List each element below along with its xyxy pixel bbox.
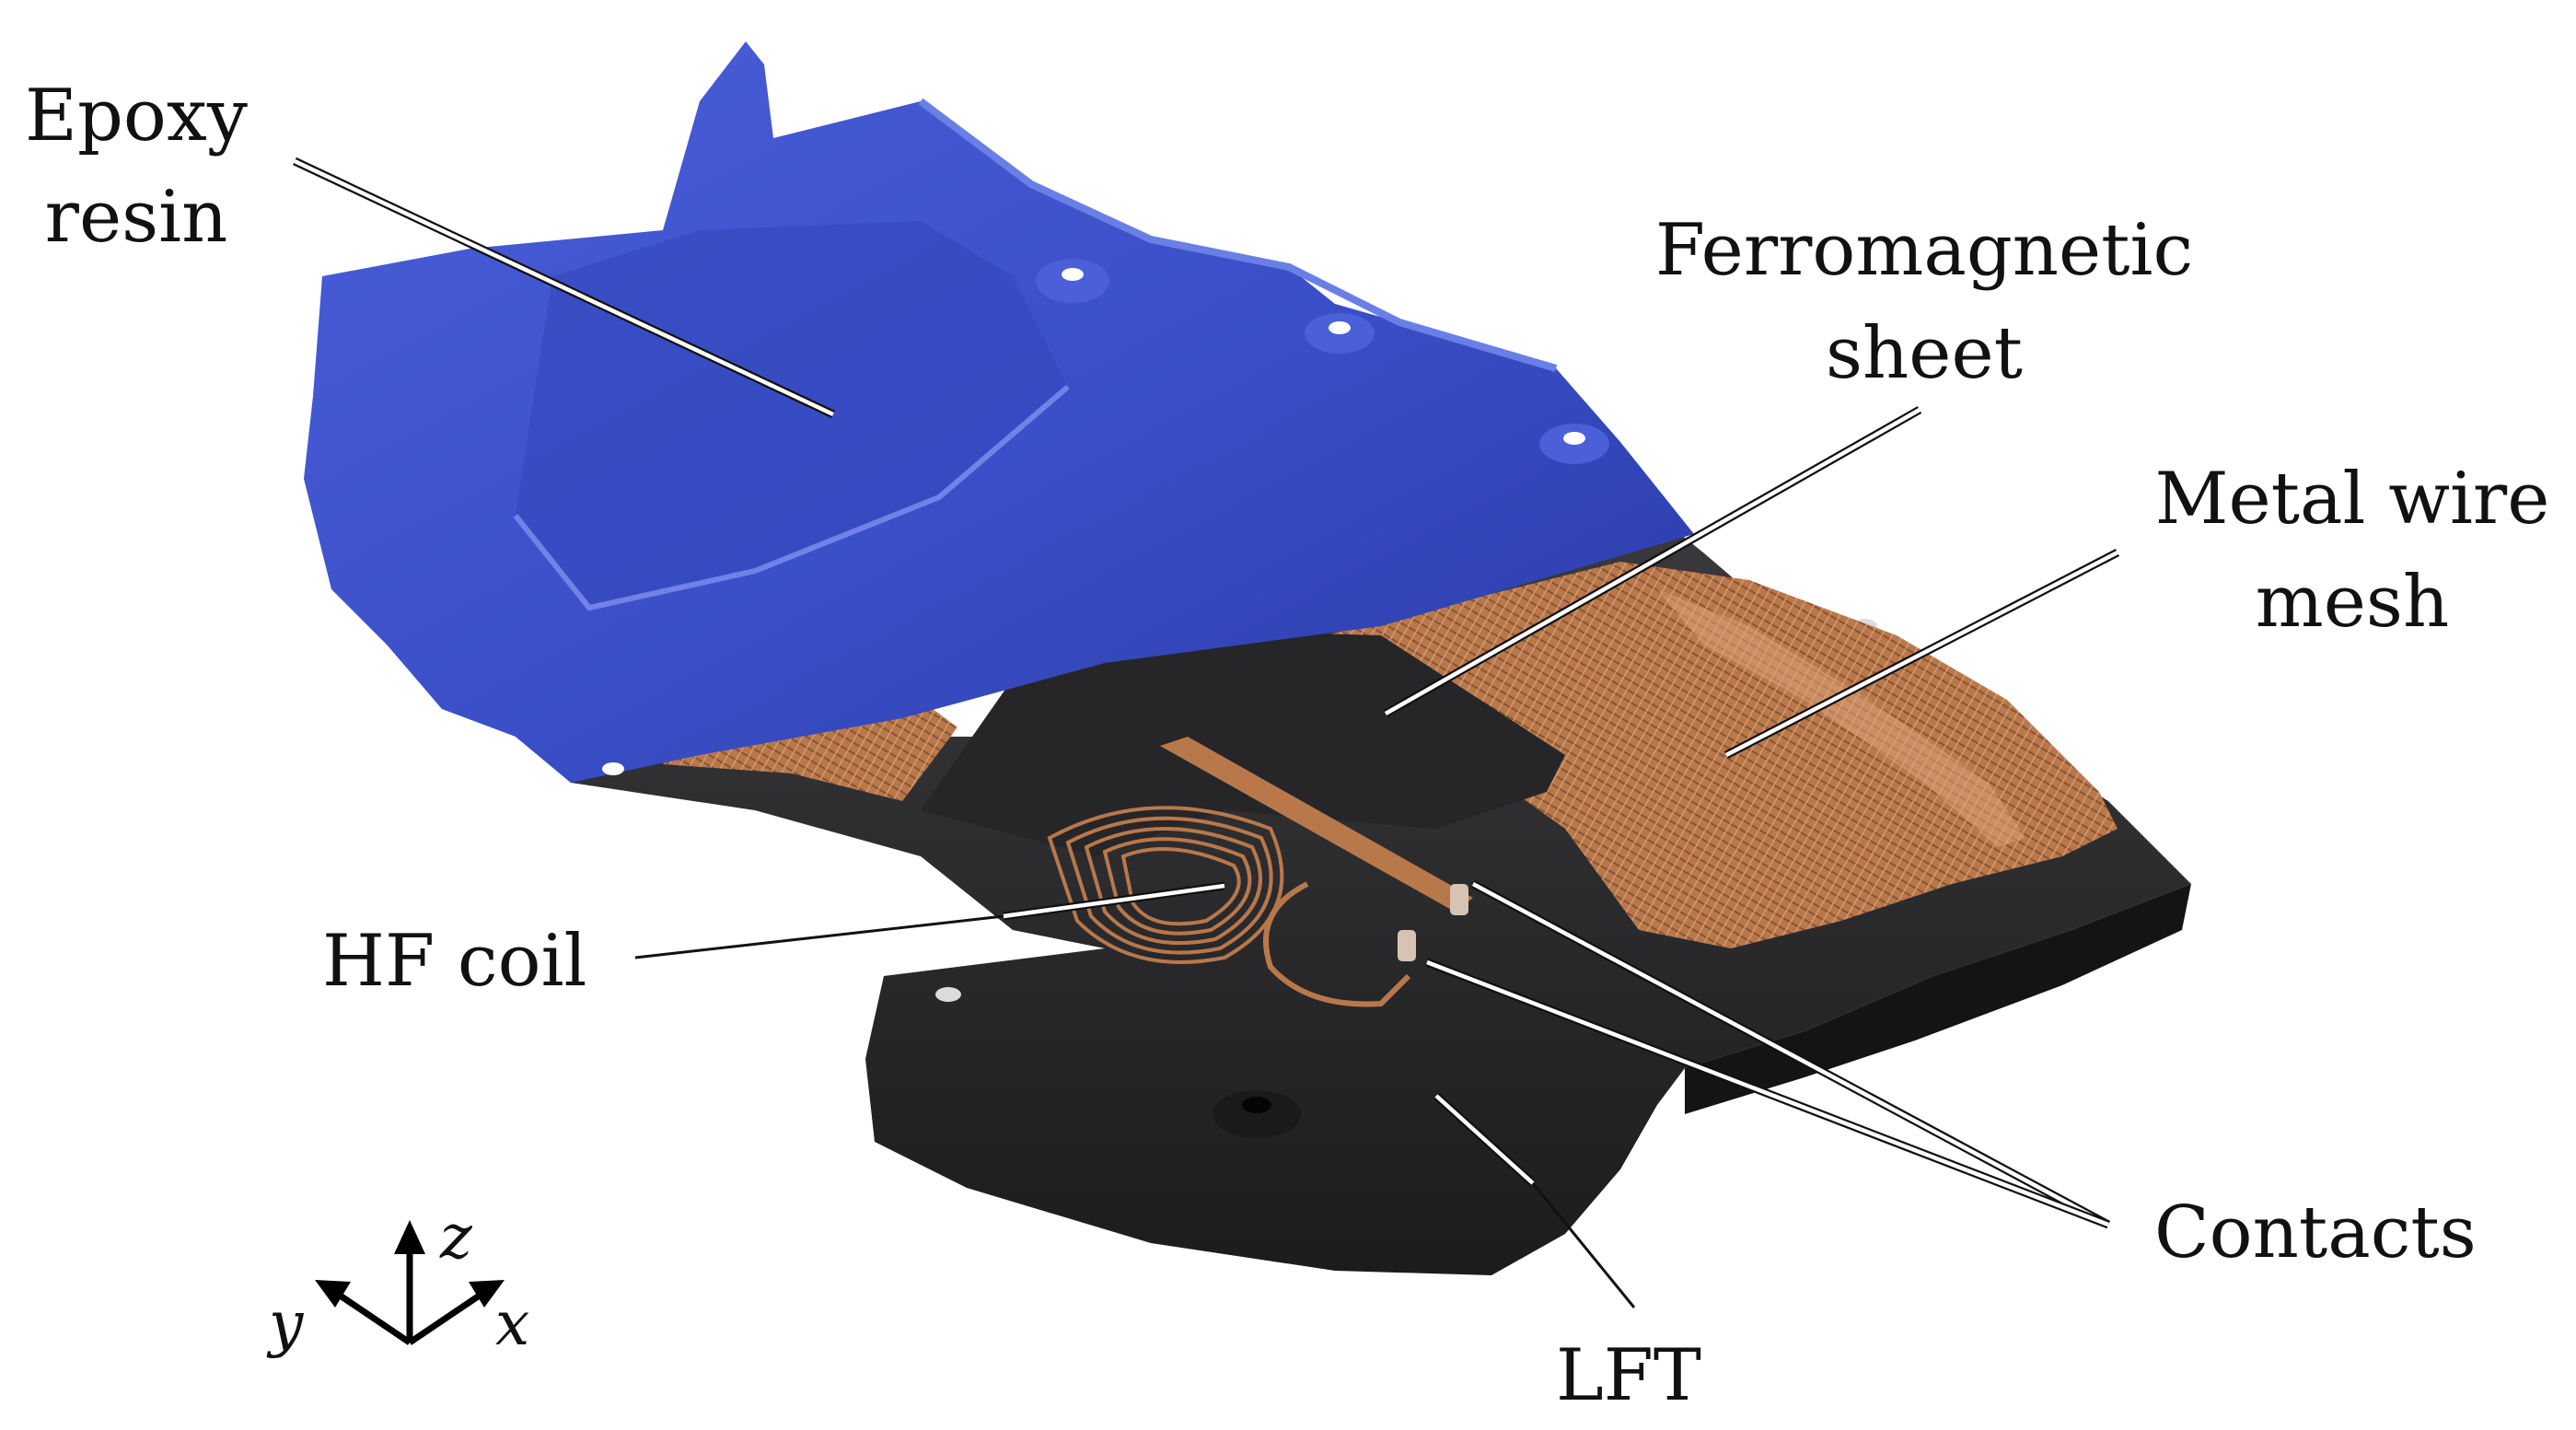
epoxy-hole-3 <box>1563 432 1585 445</box>
ferromagnetic-sheet <box>921 626 1565 856</box>
hf-coil-winding-4 <box>1102 837 1252 936</box>
epoxy-hole-2 <box>1329 321 1351 334</box>
axis-z-label: z <box>439 1202 473 1273</box>
contacts-assembly <box>1160 737 1473 1007</box>
axis-x-label: x <box>495 1288 529 1359</box>
axis-x-arrowhead <box>469 1280 505 1308</box>
leader-contacts-2-inner <box>1426 959 2109 1227</box>
hf-coil <box>1047 806 1284 964</box>
contact-pin-1 <box>1450 884 1468 915</box>
contact-lead <box>1263 881 1411 1007</box>
leader-lines <box>293 157 2120 1308</box>
label-contacts: Contacts <box>2154 1192 2477 1274</box>
epoxy-edge-highlight <box>918 98 1558 372</box>
leader-lft-inner <box>1434 1094 1535 1185</box>
label-lft: LFT <box>1556 1334 1701 1417</box>
hf-coil-winding-2 <box>1065 816 1273 955</box>
leader-hfcoil-thin <box>634 914 1004 959</box>
hf-coil-winding-5 <box>1120 847 1241 926</box>
mesh-highlight <box>1657 589 2025 847</box>
hf-coil-winding-3 <box>1084 827 1262 946</box>
epoxy-hole-1 <box>1062 268 1084 281</box>
contact-bar <box>1160 737 1473 912</box>
epoxy-highlight-ridge <box>513 384 1070 611</box>
label-epoxy-resin-line1: Epoxy <box>25 75 248 157</box>
label-hf-coil: HF coil <box>322 920 586 1003</box>
label-metal-wire-line1: Metal wire <box>2155 458 2550 541</box>
lft-mount-hole-bottom <box>1242 1097 1271 1113</box>
contact-pin-2 <box>1398 930 1416 961</box>
component-labels: Epoxy resin Ferromagnetic sheet Metal wi… <box>25 75 2549 1417</box>
leader-lft-thin <box>1531 1182 1636 1308</box>
leader-epoxy-inner <box>294 158 834 417</box>
ferro-sheet-shape <box>921 626 1565 856</box>
axis-y-label: y <box>266 1288 304 1359</box>
label-ferromagnetic-line1: Ferromagnetic <box>1655 209 2193 292</box>
epoxy-hole-4 <box>602 762 624 775</box>
leader-contacts-1-inner <box>1471 882 2110 1227</box>
label-metal-wire-line2: mesh <box>2256 561 2449 644</box>
hf-coil-winding-1 <box>1047 806 1284 964</box>
axis-y-line <box>331 1288 412 1345</box>
leader-ferro-inner <box>1384 408 1921 715</box>
axis-z-arrowhead <box>394 1220 425 1254</box>
lft-mount-hole-lower-left <box>935 987 961 1002</box>
label-ferromagnetic-line2: sheet <box>1826 312 2023 395</box>
axis-y-arrowhead <box>315 1280 351 1308</box>
leader-mesh-inner <box>1724 551 2119 757</box>
axis-x-line <box>408 1288 488 1345</box>
lft-mount-boss-bottom <box>1213 1090 1301 1138</box>
coordinate-axes: z y x <box>266 1202 529 1359</box>
label-epoxy-resin-line2: resin <box>45 176 228 259</box>
leader-hfcoil-inner <box>1003 883 1225 919</box>
epoxy-inner-recess <box>516 221 1068 608</box>
epoxy-resin-shell <box>304 41 1694 783</box>
lft-side-wall <box>1685 884 2191 1114</box>
